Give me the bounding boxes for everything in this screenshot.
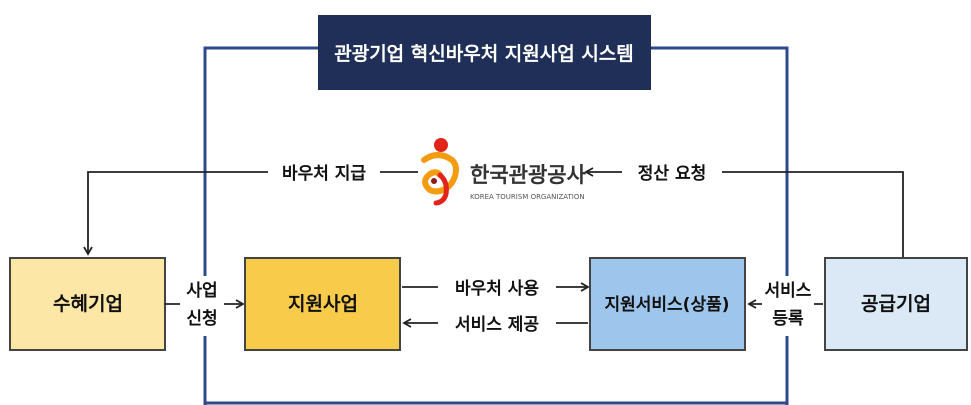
voucher-use-label: 바우처 사용 <box>455 279 539 299</box>
support-service-label: 지원서비스(상품) <box>604 295 729 315</box>
beneficiary-box <box>9 257 166 351</box>
supplier-box <box>824 257 968 351</box>
register-label-line2: 등록 <box>772 309 804 329</box>
apply-label-line1: 사업 <box>186 281 217 301</box>
register-label-line1: 서비스 <box>765 281 812 301</box>
kto-logo: 한국관광공사 KOREA TOURISM ORGANIZATION <box>421 138 587 206</box>
service-provision-label: 서비스 제공 <box>455 315 539 335</box>
kto-name-en: KOREA TOURISM ORGANIZATION <box>470 193 585 201</box>
voucher-payment-line-left <box>83 171 268 256</box>
beneficiary-label: 수혜기업 <box>53 293 123 315</box>
title-box <box>318 15 651 90</box>
settlement-request-label: 정산 요청 <box>638 163 706 184</box>
kto-name-kr: 한국관광공사 <box>470 163 587 187</box>
voucher-payment-label: 바우처 지급 <box>282 164 366 184</box>
system-frame <box>203 46 789 405</box>
kto-emblem-icon <box>421 138 459 206</box>
title-text: 관광기업 혁신바우처 지원사업 시스템 <box>334 43 634 65</box>
support-project-label: 지원사업 <box>288 293 358 315</box>
supplier-label: 공급기업 <box>861 293 931 315</box>
apply-label-line2: 신청 <box>186 308 217 329</box>
support-project-box <box>244 257 401 351</box>
settlement-request-line-right <box>722 171 904 258</box>
support-service-box <box>589 257 746 351</box>
